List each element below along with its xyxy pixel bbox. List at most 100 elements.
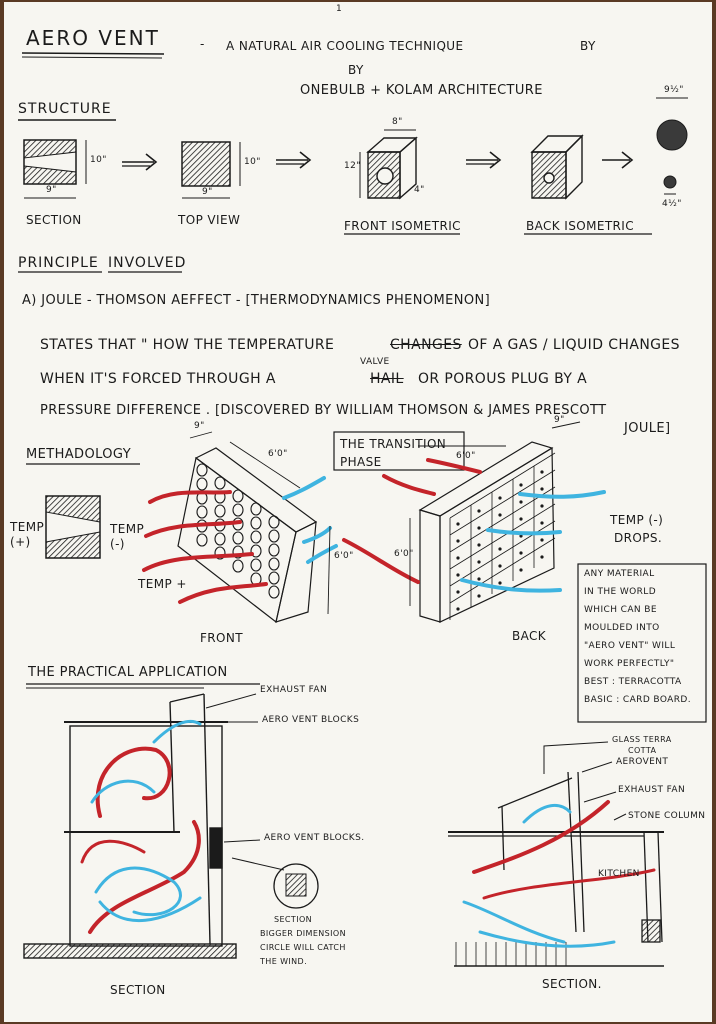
temp-minus-label: TEMP (-) [110,522,145,551]
principle-point-a: A) JOULE - THOMSON AEFFECT - [THERMODYNA… [22,293,491,308]
back-isometric-label: BACK ISOMETRIC [526,219,635,233]
vent-dot [477,560,481,564]
structure-heading: STRUCTURE [18,101,112,117]
front-vent-holes [196,463,280,599]
principle-heading: PRINCIPLE [18,255,99,271]
title-underline [21,52,165,55]
vent-hole [268,585,280,599]
vent-dot [540,555,544,559]
subtitle: A NATURAL AIR COOLING TECHNIQUE [226,39,464,53]
vent-hole [268,543,280,557]
vent-grid-line [512,465,535,496]
vent-hole [250,516,262,530]
kitchen-label: KITCHEN [598,869,640,879]
vent-dot [498,496,502,500]
aero-vent-blocks-label: AERO VENT BLOCKS. [264,833,365,843]
principle-line4: JOULE] [624,421,671,436]
vent-grid-line [512,482,535,513]
front-isometric-label: FRONT ISOMETRIC [344,219,461,233]
page-number: 1 [336,4,343,14]
vent-dot [519,500,523,504]
dim-label: 9" [202,187,213,197]
front-vent-wall-drawing [177,447,318,624]
principle-valve: VALVE [360,357,390,367]
vent-grid-line [491,546,514,577]
top-view-block-icon [181,141,241,199]
vent-grid-line [533,486,556,517]
transition-box [333,431,465,471]
right-building-section [448,771,664,967]
vent-grid-line [491,478,514,509]
note-line: IN THE WORLD [584,587,657,597]
vent-grid-line [533,537,556,568]
sketch-sheet: 1 AERO VENT - A NATURAL AIR COOLING TECH… [4,2,712,1022]
dim-label: 8" [392,117,403,127]
aero-vent-blocks-label: AERO VENT BLOCKS [262,715,360,725]
dim-label: 9" [194,421,205,431]
title-dash: - [200,37,205,51]
right-section-label: SECTION. [542,977,602,991]
vent-hole [196,477,208,491]
vent-dot [540,470,544,474]
principle-struck-word: HAIL [370,371,404,387]
vent-hole [250,502,262,516]
vent-dot [456,573,460,577]
vent-hole [232,489,244,503]
vent-hole [268,529,280,543]
note-line: MOULDED INTO [584,623,660,633]
vent-dot [498,564,502,568]
vent-dot [456,607,460,611]
note-box-text: ANY MATERIAL IN THE WORLD WHICH CAN BE M… [584,570,706,705]
vent-dot [456,522,460,526]
vent-dot [540,521,544,525]
temp-plus-left: TEMP (+) [10,520,45,549]
vent-hole [196,463,208,477]
temp-plus-label: TEMP + [138,577,187,591]
vent-hole [268,557,280,571]
vent-grid-line [512,533,535,564]
vent-hole [196,533,208,547]
vent-hole [214,546,226,560]
vent-hole [250,558,262,572]
vent-grid-line [470,491,493,522]
detail-note-line: SECTION [274,915,313,924]
back-isometric-block-icon [530,134,584,200]
dim-label: 6'0" [394,549,414,559]
vent-hole [214,504,226,518]
vent-hole [250,544,262,558]
vent-dot [456,539,460,543]
application-heading: THE PRACTICAL APPLICATION [28,665,228,680]
vent-hole [268,515,280,529]
vent-grid-line [491,512,514,543]
exhaust-fan-right-label: EXHAUST FAN [618,785,686,795]
vent-dot [477,509,481,513]
vent-hole [196,505,208,519]
vent-dot [498,513,502,517]
vent-grid-line [491,495,514,526]
vent-grid-line [449,589,472,620]
vent-hole [232,545,244,559]
front-label: FRONT [200,631,243,645]
temp-drops-line1: TEMP (-) [610,513,664,527]
arrow-icon [276,151,312,169]
dim-label: 12" [344,161,361,171]
methodology-section-icon [45,495,101,559]
vent-hole [232,503,244,517]
back-vent-wall-drawing [418,441,555,623]
subtitle-by-2: BY [348,63,364,77]
transition-line1: THE TRANSITION [340,437,447,451]
vent-dot [540,538,544,542]
vent-grid-line [449,504,472,535]
temp-drops-line2: DROPS. [614,531,663,545]
principle-line1-start: STATES THAT " HOW THE TEMPERATURE [40,337,335,353]
vent-dot [477,543,481,547]
dim-label: 9" [46,185,57,195]
vent-grid-line [470,508,493,539]
front-isometric-block-icon [359,129,418,200]
glass-terracotta-label-2: COTTA [628,746,657,755]
vent-hole [214,532,226,546]
left-building-section [23,693,237,959]
vent-dot [477,577,481,581]
note-line: BEST : TERRACOTTA [584,677,682,687]
vent-dot [456,590,460,594]
